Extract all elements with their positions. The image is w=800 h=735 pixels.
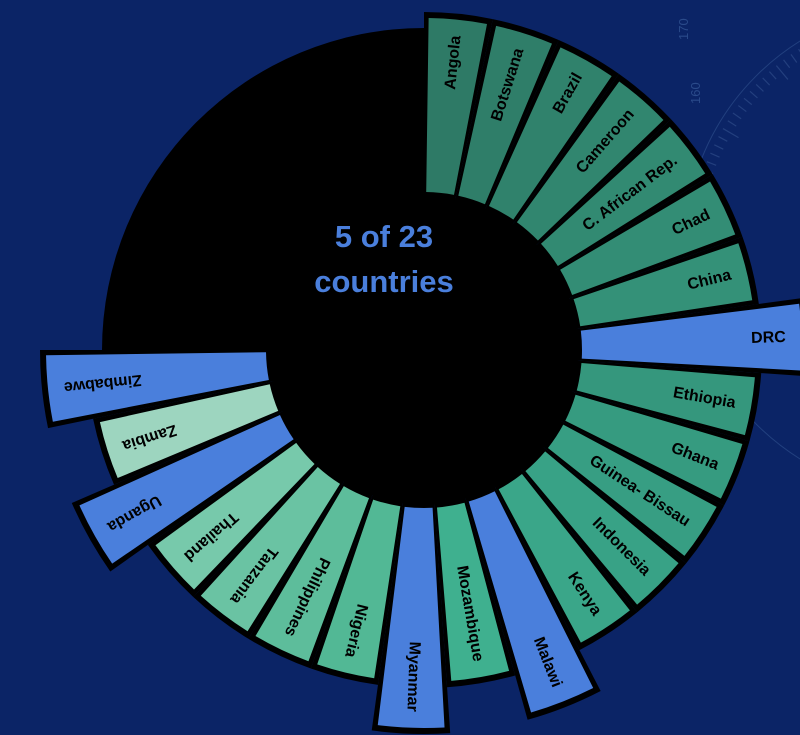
dial-tick	[743, 97, 753, 106]
dial-tick	[790, 54, 798, 63]
dial-tick	[706, 161, 717, 166]
dial-tick	[710, 152, 720, 158]
dial-number: 160	[688, 82, 703, 104]
segment-ghana	[565, 394, 743, 499]
dial-tick	[755, 84, 764, 92]
dial-tick	[749, 90, 758, 99]
segment-indonesia	[525, 451, 679, 605]
dial-tick	[714, 144, 724, 150]
segment-thailand	[155, 442, 315, 590]
segment-myanmar	[377, 506, 445, 728]
center-count-text: 5 of 23	[335, 219, 433, 254]
segment-cameroon	[516, 81, 664, 241]
dial-tick	[798, 48, 800, 53]
segment-philippines	[255, 486, 370, 662]
segment-drc	[580, 303, 800, 371]
segment-label: Myanmar	[403, 641, 422, 712]
segment-zimbabwe	[46, 352, 269, 422]
dial-tick	[722, 128, 739, 139]
segment-tanzania	[200, 466, 341, 632]
dial-tick	[768, 71, 777, 80]
dial-tick	[737, 105, 747, 113]
center-disc	[270, 196, 578, 504]
dial-tick	[727, 120, 737, 127]
segment-label: DRC	[751, 329, 787, 347]
segment-mozambique	[436, 502, 510, 681]
segment-zambia	[99, 384, 279, 479]
dial-tick	[775, 65, 789, 80]
segment-malawi	[468, 491, 594, 713]
segment-brazil	[488, 47, 612, 220]
segment-angola	[426, 18, 488, 195]
dial-tick	[762, 77, 771, 86]
segment-chad	[560, 181, 736, 296]
segment-guinea-bissau	[547, 424, 717, 556]
dial-number: 170	[676, 18, 691, 40]
segment-botswana	[458, 25, 553, 205]
dial-tick	[718, 136, 728, 142]
segment-label: Angola	[442, 35, 464, 91]
segment-china	[573, 243, 753, 327]
segment-c-african-rep	[540, 126, 706, 267]
center-countries-text: countries	[314, 264, 454, 299]
segment-kenya	[498, 473, 630, 643]
segment-ethiopia	[576, 362, 755, 436]
dial-tick	[732, 112, 742, 120]
dial-tick	[783, 59, 791, 69]
segment-uganda	[79, 414, 294, 564]
segment-nigeria	[317, 499, 401, 679]
